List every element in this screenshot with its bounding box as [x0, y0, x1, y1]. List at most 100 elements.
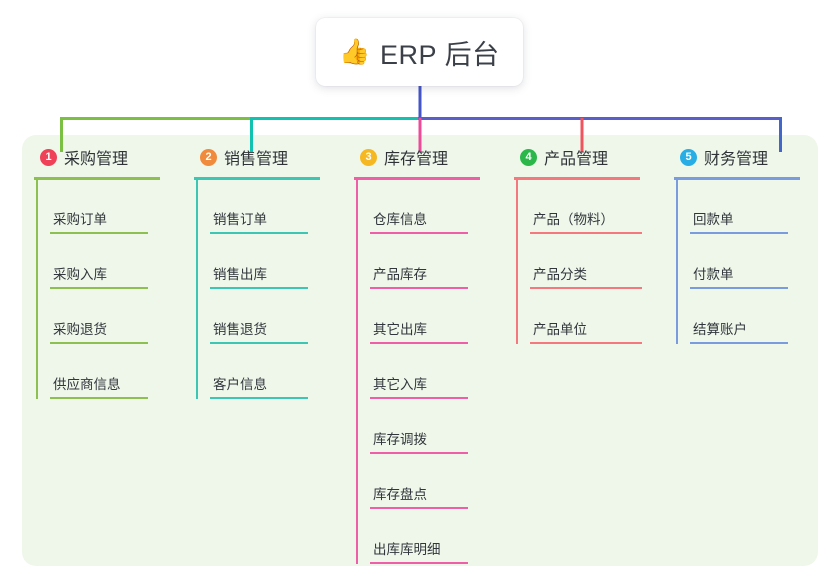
- category-header[interactable]: 5 财务管理: [662, 144, 822, 170]
- category-item-label: 采购入库: [53, 267, 107, 282]
- category-item-label: 产品库存: [373, 267, 427, 282]
- root-node-title: 👍 ERP 后台: [339, 33, 499, 72]
- category-item-rule: [50, 397, 148, 399]
- category-item[interactable]: 客户信息: [196, 344, 342, 399]
- category-item-rule: [370, 287, 468, 289]
- category-number-badge: 3: [360, 148, 377, 166]
- category-item-rule: [690, 287, 788, 289]
- category-item[interactable]: 产品分类: [516, 234, 662, 289]
- category-item-label: 产品分类: [533, 267, 587, 282]
- category-item-label: 回款单: [693, 212, 734, 227]
- category-item-rule: [690, 232, 788, 234]
- category-title: 库存管理: [384, 151, 449, 168]
- category-item-label: 供应商信息: [53, 377, 121, 392]
- category-header-rule: [354, 177, 480, 180]
- category-item-rule: [530, 287, 642, 289]
- category-item-label: 采购订单: [53, 212, 107, 227]
- category-item-rule: [530, 342, 642, 344]
- category-item[interactable]: 销售订单: [196, 179, 342, 234]
- category-number-badge: 5: [680, 148, 697, 166]
- thumbs-up-emoji: 👍: [339, 37, 372, 66]
- category-item-rule: [210, 342, 308, 344]
- diagram-panel: [22, 135, 818, 566]
- category-item[interactable]: 库存调拨: [356, 399, 502, 454]
- root-node-card[interactable]: 👍 ERP 后台: [316, 18, 523, 86]
- category-item[interactable]: 回款单: [676, 179, 822, 234]
- category-item[interactable]: 供应商信息: [36, 344, 182, 399]
- category-item-label: 产品单位: [533, 322, 587, 337]
- category-item-rule: [690, 342, 788, 344]
- category-item-rule: [370, 562, 468, 564]
- category-item[interactable]: 采购退货: [36, 289, 182, 344]
- category-item[interactable]: 产品库存: [356, 234, 502, 289]
- category-header-rule: [194, 177, 320, 180]
- category-item-rule: [210, 232, 308, 234]
- category-item-rule: [50, 287, 148, 289]
- category-item[interactable]: 出库库明细: [356, 509, 502, 564]
- category-item-label: 销售出库: [213, 267, 267, 282]
- category-item-label: 结算账户: [693, 322, 747, 337]
- category-item[interactable]: 销售出库: [196, 234, 342, 289]
- category-item[interactable]: 其它出库: [356, 289, 502, 344]
- category-item-rule: [370, 342, 468, 344]
- category-item-rule: [50, 232, 148, 234]
- category-spine: [36, 179, 38, 399]
- category-item-list: 回款单付款单结算账户: [662, 179, 822, 344]
- category-item-label: 其它出库: [373, 322, 427, 337]
- category-item-label: 销售退货: [213, 322, 267, 337]
- category-title: 采购管理: [64, 151, 129, 168]
- category-item[interactable]: 产品单位: [516, 289, 662, 344]
- category-number-badge: 2: [200, 148, 217, 166]
- category-item-label: 其它入库: [373, 377, 427, 392]
- category-item-label: 客户信息: [213, 377, 267, 392]
- category-item[interactable]: 销售退货: [196, 289, 342, 344]
- category-item[interactable]: 其它入库: [356, 344, 502, 399]
- category-title: 销售管理: [224, 151, 289, 168]
- category-item[interactable]: 付款单: [676, 234, 822, 289]
- category-column: 4 产品管理产品（物料） 产品分类产品单位: [502, 135, 662, 566]
- category-item-label: 出库库明细: [373, 542, 441, 557]
- category-item-label: 仓库信息: [373, 212, 427, 227]
- category-item[interactable]: 产品（物料）: [516, 179, 662, 234]
- category-header[interactable]: 3 库存管理: [342, 144, 502, 170]
- category-item-rule: [370, 232, 468, 234]
- category-spine: [676, 179, 678, 344]
- category-spine: [516, 179, 518, 344]
- category-item-label: 销售订单: [213, 212, 267, 227]
- category-title: 产品管理: [544, 151, 609, 168]
- category-item-label: 库存调拨: [373, 432, 427, 447]
- category-item-rule: [370, 397, 468, 399]
- category-column: 2 销售管理销售订单销售出库销售退货客户信息: [182, 135, 342, 566]
- category-item-label: 库存盘点: [373, 487, 427, 502]
- category-item[interactable]: 仓库信息: [356, 179, 502, 234]
- category-item-list: 仓库信息产品库存其它出库其它入库库存调拨库存盘点出库库明细: [342, 179, 502, 564]
- category-spine: [356, 179, 358, 564]
- category-header[interactable]: 4 产品管理: [502, 144, 662, 170]
- category-item[interactable]: 采购入库: [36, 234, 182, 289]
- category-item-rule: [370, 507, 468, 509]
- category-item-label: 产品（物料）: [533, 212, 614, 227]
- category-item-label: 采购退货: [53, 322, 107, 337]
- category-item[interactable]: 库存盘点: [356, 454, 502, 509]
- category-item-list: 采购订单采购入库采购退货供应商信息: [22, 179, 182, 399]
- category-item-rule: [210, 397, 308, 399]
- category-number-badge: 1: [40, 148, 57, 166]
- category-item-label: 付款单: [693, 267, 734, 282]
- category-column: 1 采购管理采购订单采购入库采购退货供应商信息: [22, 135, 182, 566]
- category-column: 5 财务管理回款单付款单结算账户: [662, 135, 822, 566]
- category-header-rule: [674, 177, 800, 180]
- category-item-rule: [210, 287, 308, 289]
- category-item[interactable]: 结算账户: [676, 289, 822, 344]
- category-item-list: 产品（物料） 产品分类产品单位: [502, 179, 662, 344]
- category-title: 财务管理: [704, 151, 769, 168]
- category-item[interactable]: 采购订单: [36, 179, 182, 234]
- category-item-rule: [50, 342, 148, 344]
- category-item-rule: [370, 452, 468, 454]
- category-number-badge: 4: [520, 148, 537, 166]
- category-item-rule: [530, 232, 642, 234]
- category-columns: 1 采购管理采购订单采购入库采购退货供应商信息 2 销售管理销售订单销售出库销售退货客…: [22, 135, 818, 566]
- category-header[interactable]: 1 采购管理: [22, 144, 182, 170]
- category-item-list: 销售订单销售出库销售退货客户信息: [182, 179, 342, 399]
- category-column: 3 库存管理仓库信息产品库存其它出库其它入库库存调拨库存盘点出库库明细: [342, 135, 502, 566]
- category-header[interactable]: 2 销售管理: [182, 144, 342, 170]
